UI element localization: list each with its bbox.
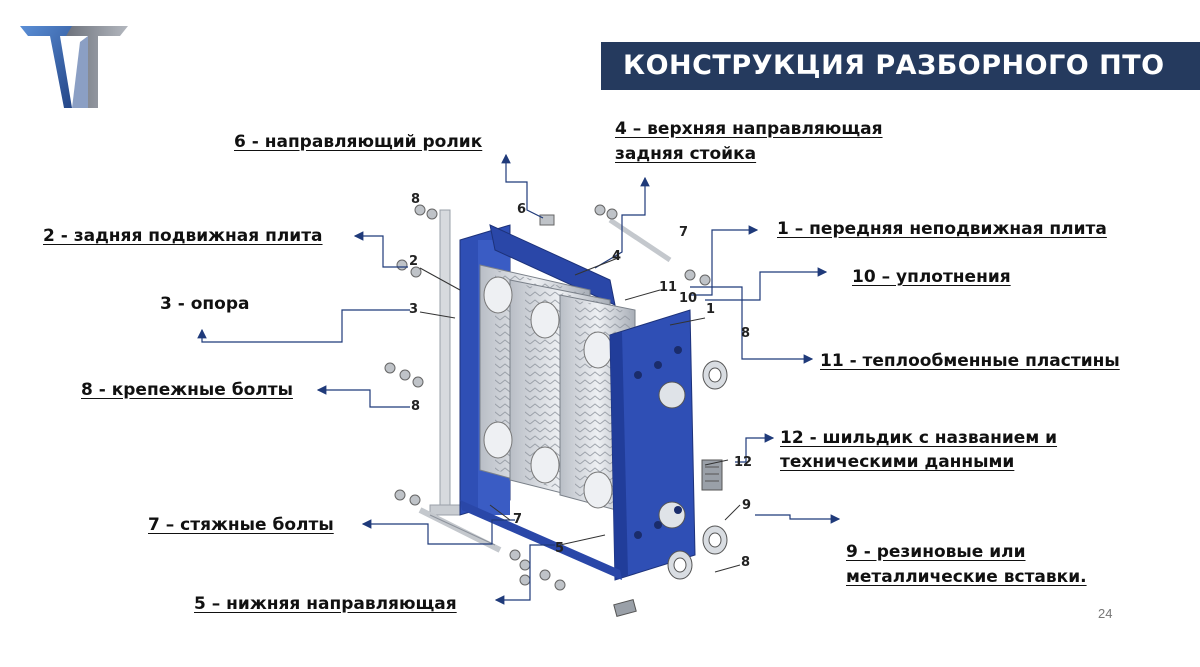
label-front-fixed-plate: 1 – передняя неподвижная плита <box>777 219 1107 239</box>
company-logo <box>20 26 128 108</box>
label-gaskets: 10 – уплотнения <box>852 267 1011 287</box>
label-fastening-bolts: 8 - крепежные болты <box>81 380 293 400</box>
title-bar: КОНСТРУКЦИЯ РАЗБОРНОГО ПТО <box>601 42 1200 90</box>
page-number: 24 <box>1098 606 1113 621</box>
label-tie-bolts: 7 – стяжные болты <box>148 515 334 535</box>
label-heat-exchange-plates: 11 - теплообменные пластины <box>820 351 1120 371</box>
label-top-guide: 4 – верхняя направляющая <box>615 119 883 139</box>
label-guide-roller: 6 - направляющий ролик <box>234 132 483 152</box>
label-bottom-guide: 5 – нижняя направляющая <box>194 594 457 614</box>
label-nameplate-data: техническими данными <box>780 452 1015 472</box>
slide-title: КОНСТРУКЦИЯ РАЗБОРНОГО ПТО <box>623 50 1165 81</box>
label-rear-column: задняя стойка <box>615 144 757 164</box>
label-nameplate: 12 - шильдик с названием и <box>780 428 1058 448</box>
label-inserts: 9 - резиновые или <box>846 542 1026 562</box>
label-support: 3 - опора <box>160 294 250 314</box>
label-rear-movable-plate: 2 - задняя подвижная плита <box>43 226 323 246</box>
heat-exchanger-illustration <box>384 204 728 617</box>
label-inserts-type: металлические вставки. <box>846 567 1087 587</box>
